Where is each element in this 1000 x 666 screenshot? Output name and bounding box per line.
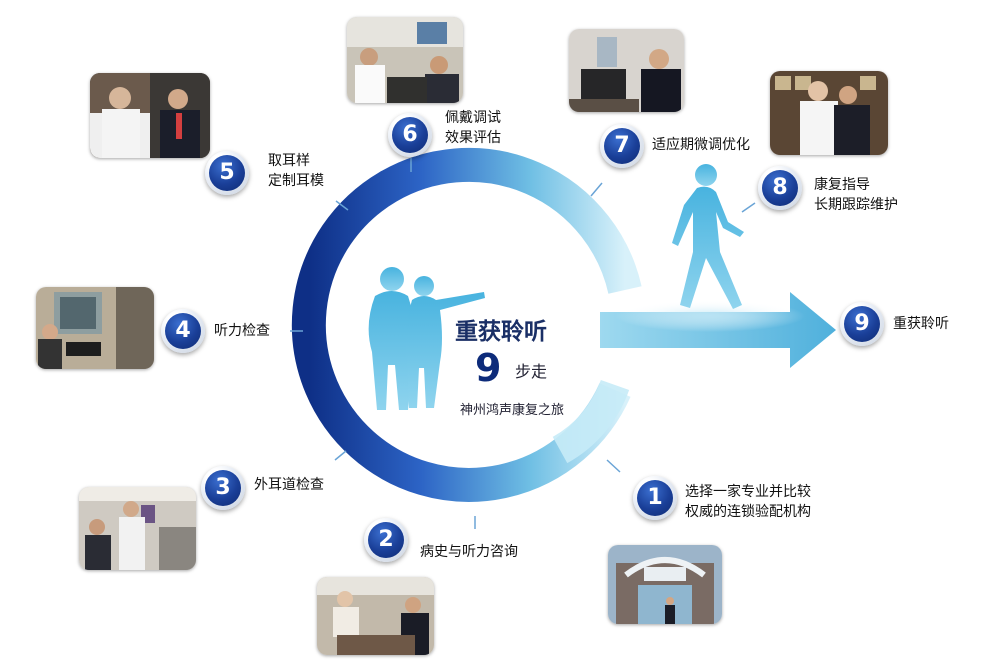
step-1-line2: 权威的连锁验配机构 <box>685 504 811 520</box>
center-title: 重获聆听 <box>455 319 547 345</box>
step-number-4: 4 <box>165 313 201 349</box>
cycle-ring <box>291 147 642 502</box>
floor-reflection <box>615 300 805 332</box>
step-6-line1: 佩戴调试 <box>445 110 501 126</box>
step-number-1: 1 <box>637 480 673 516</box>
photo-step-4-scene <box>36 287 154 369</box>
step-label-4: 听力检查 <box>214 321 270 341</box>
photo-step-6-scene <box>347 17 463 103</box>
step-5-line2: 定制耳模 <box>268 173 324 189</box>
step-number-8: 8 <box>762 170 798 206</box>
step-4-line1: 听力检查 <box>214 323 270 339</box>
photo-step-5-scene <box>90 73 210 158</box>
step-8-line1: 康复指导 <box>814 177 870 193</box>
photo-step-1-scene <box>608 545 722 624</box>
step-number-2: 2 <box>368 522 404 558</box>
step-3-line1: 外耳道检查 <box>254 477 324 493</box>
step-label-2: 病史与听力咨询 <box>420 542 518 562</box>
step-label-1: 选择一家专业并比较 权威的连锁验配机构 <box>685 482 811 522</box>
couple-silhouette-icon <box>368 267 485 410</box>
step-5-line1: 取耳样 <box>268 153 310 169</box>
step-badge-4: 4 <box>161 309 205 353</box>
step-label-3: 外耳道检查 <box>254 475 324 495</box>
step-label-5: 取耳样 定制耳模 <box>268 151 324 191</box>
step-badge-5: 5 <box>205 151 249 195</box>
step-number-5: 5 <box>209 155 245 191</box>
step-badge-8: 8 <box>758 166 802 210</box>
step-badge-7: 7 <box>600 124 644 168</box>
step-badge-3: 3 <box>201 466 245 510</box>
photo-step-8 <box>770 71 888 155</box>
photo-step-5 <box>90 73 210 158</box>
photo-step-2 <box>317 577 434 655</box>
step-badge-9: 9 <box>840 302 884 346</box>
photo-step-8-scene <box>770 71 888 155</box>
step-9-line1: 重获聆听 <box>893 316 949 332</box>
photo-step-1 <box>608 545 722 624</box>
photo-step-4 <box>36 287 154 369</box>
step-number-6: 6 <box>392 117 428 153</box>
step-label-9: 重获聆听 <box>893 314 949 334</box>
center-suffix: 步走 <box>515 362 548 381</box>
photo-step-3 <box>79 487 196 570</box>
step-6-line2: 效果评估 <box>445 130 501 146</box>
step-label-7: 适应期微调优化 <box>652 135 750 155</box>
step-number-7: 7 <box>604 128 640 164</box>
step-label-8: 康复指导 长期跟踪维护 <box>814 175 898 215</box>
step-badge-6: 6 <box>388 113 432 157</box>
step-2-line1: 病史与听力咨询 <box>420 544 518 560</box>
step-7-line1: 适应期微调优化 <box>652 137 750 153</box>
photo-step-7-scene <box>569 29 684 112</box>
photo-step-2-scene <box>317 577 434 655</box>
step-label-6: 佩戴调试 效果评估 <box>445 108 501 148</box>
cycle-ring-tail <box>552 379 630 464</box>
photo-step-3-scene <box>79 487 196 570</box>
photo-step-6 <box>347 17 463 103</box>
step-number-3: 3 <box>205 470 241 506</box>
step-badge-2: 2 <box>364 518 408 562</box>
step-badge-1: 1 <box>633 476 677 520</box>
center-subtitle: 神州鸿声康复之旅 <box>460 403 565 418</box>
step-1-line1: 选择一家专业并比较 <box>685 484 811 500</box>
photo-step-7 <box>569 29 684 112</box>
walking-person-icon <box>672 164 744 309</box>
step-number-9: 9 <box>844 306 880 342</box>
step-8-line2: 长期跟踪维护 <box>814 197 898 213</box>
center-number: 9 <box>475 346 502 390</box>
